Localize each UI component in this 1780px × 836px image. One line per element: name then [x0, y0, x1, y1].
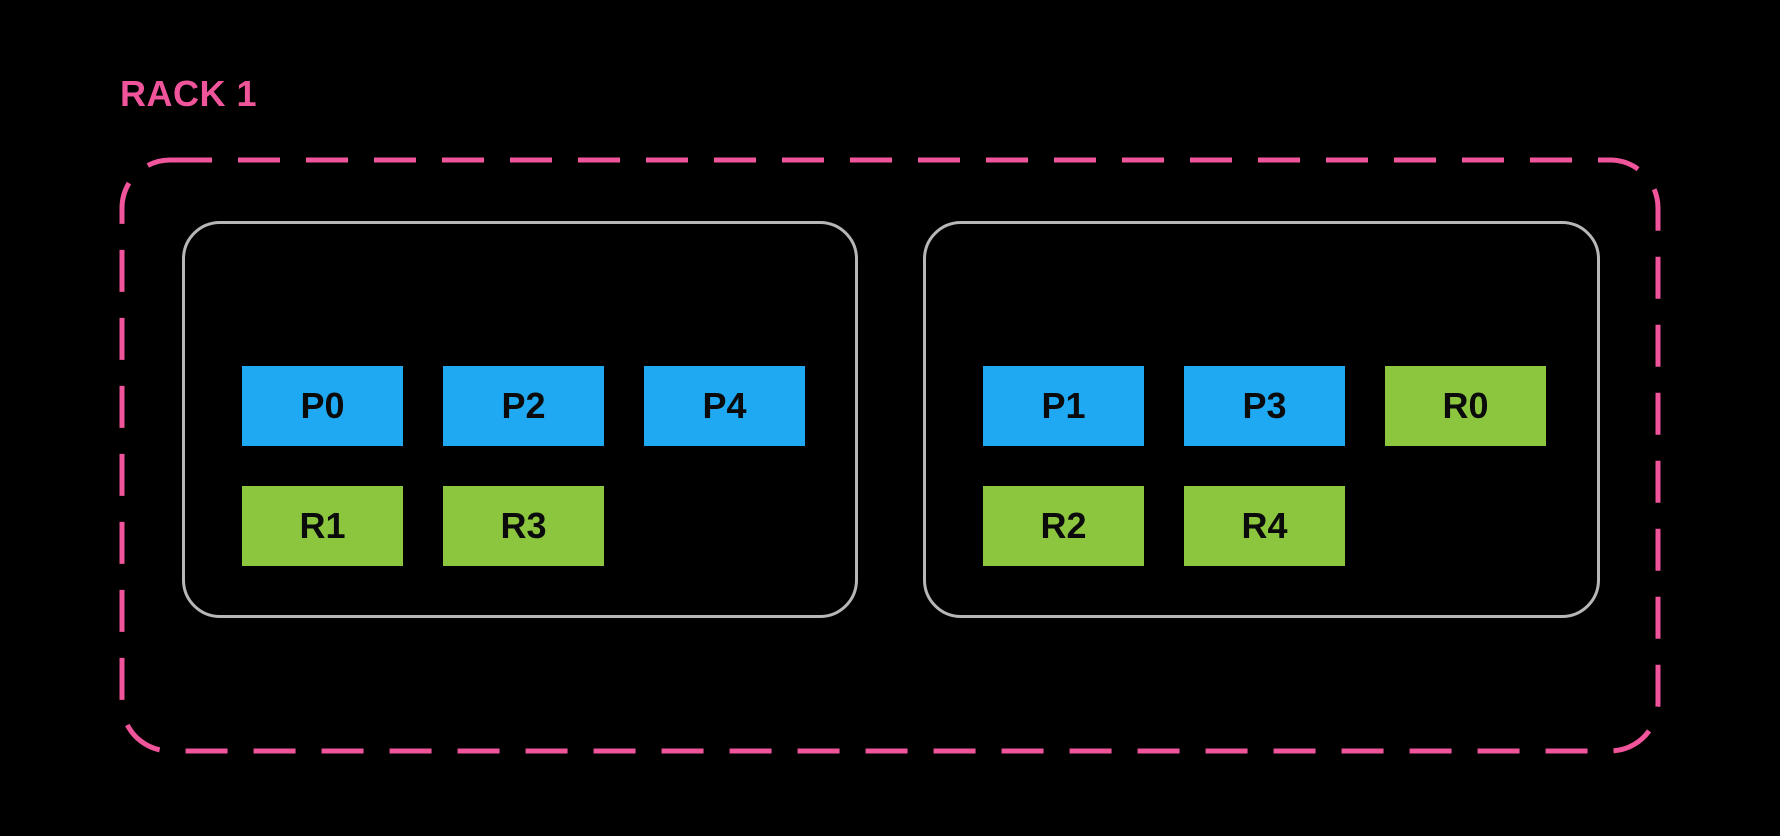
slot-p1: P1 — [983, 366, 1144, 446]
host-node-1: P0 P2 P4 R1 R3 — [182, 221, 858, 618]
slot-r2: R2 — [983, 486, 1144, 566]
slot-p0: P0 — [242, 366, 403, 446]
slot-p2: P2 — [443, 366, 604, 446]
slot-grid-node-1: P0 P2 P4 R1 R3 — [242, 366, 805, 566]
slot-r3: R3 — [443, 486, 604, 566]
rack-title: RACK 1 — [120, 73, 258, 114]
slot-r4: R4 — [1184, 486, 1345, 566]
slot-p4: P4 — [644, 366, 805, 446]
slot-grid-node-2: P1 P3 R0 R2 R4 — [983, 366, 1546, 566]
slot-p3: P3 — [1184, 366, 1345, 446]
host-node-2: P1 P3 R0 R2 R4 — [923, 221, 1600, 618]
slot-r0: R0 — [1385, 366, 1546, 446]
slot-r1: R1 — [242, 486, 403, 566]
